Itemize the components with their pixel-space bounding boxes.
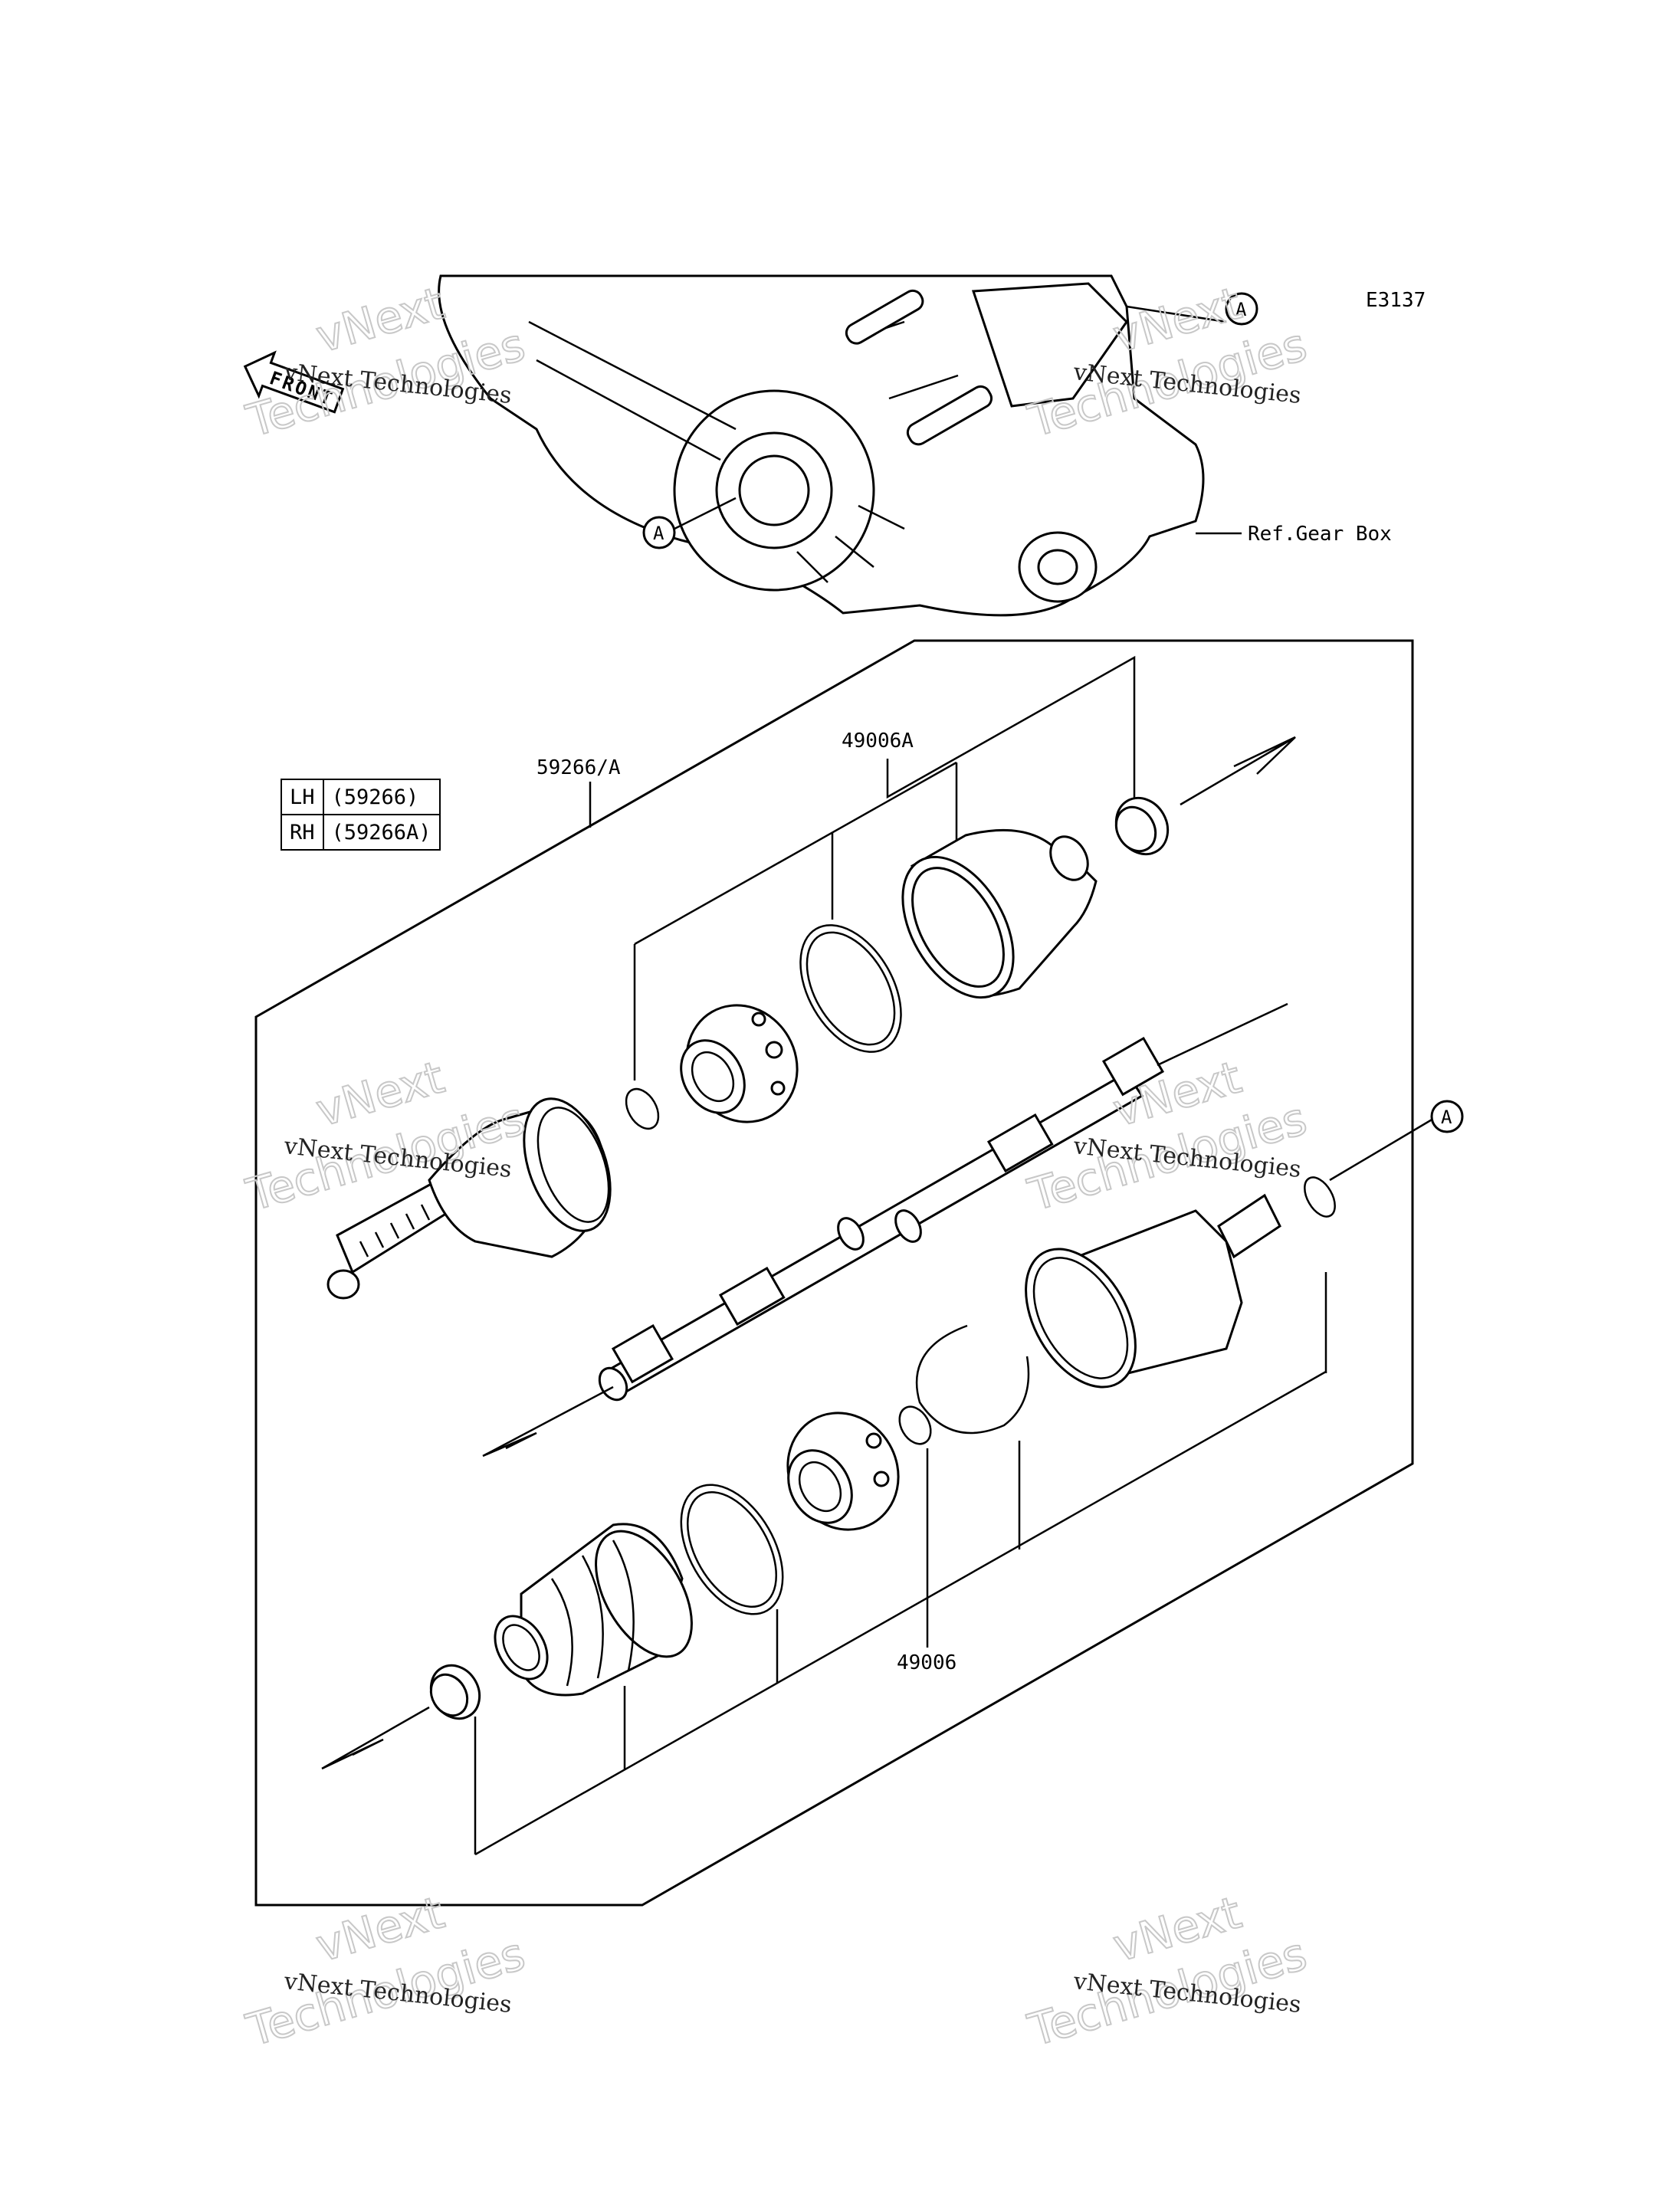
label-49006: 49006 bbox=[897, 1651, 956, 1674]
diagram-code: E3137 bbox=[1366, 289, 1426, 312]
boot-clamp-small-lower bbox=[321, 1664, 481, 1770]
cv-joint-cage-top bbox=[680, 1004, 799, 1123]
outer-boot-top bbox=[901, 828, 1098, 999]
callout-a-gear-box: A bbox=[642, 497, 737, 549]
circlip-lower bbox=[898, 1405, 932, 1445]
callout-a-top-right: A bbox=[1225, 292, 1258, 326]
side-part-table: LH (59266) RH (59266A) bbox=[281, 779, 441, 851]
table-row: LH (59266) bbox=[281, 779, 441, 815]
boot-clamp-large-top bbox=[799, 924, 902, 1053]
drive-shaft bbox=[482, 1002, 1288, 1458]
inner-boot-lower bbox=[494, 1523, 693, 1697]
svg-text:A: A bbox=[1441, 1107, 1452, 1128]
boot-clamp-small-top bbox=[1114, 736, 1296, 856]
circlip-right bbox=[1304, 1176, 1336, 1218]
svg-text:A: A bbox=[1235, 299, 1247, 320]
gear-box-illustration bbox=[438, 274, 1242, 617]
outer-cv-joint bbox=[326, 1097, 612, 1300]
svg-text:A: A bbox=[653, 523, 664, 544]
table-row: RH (59266A) bbox=[281, 814, 441, 851]
callout-a-right: A bbox=[1329, 1100, 1464, 1182]
label-59266-a: 59266/A bbox=[536, 756, 621, 779]
inner-cv-housing bbox=[1025, 1193, 1281, 1389]
circlip-top bbox=[625, 1087, 660, 1130]
part-cell: (59266A) bbox=[322, 814, 441, 851]
side-cell: RH bbox=[281, 814, 324, 851]
assembly-frame bbox=[254, 639, 1414, 1907]
ref-gear-box-label: Ref.Gear Box bbox=[1248, 523, 1392, 546]
boot-clamp-large-lower bbox=[680, 1484, 784, 1615]
label-49006a: 49006A bbox=[842, 730, 914, 753]
cv-joint-cage-lower bbox=[786, 1412, 900, 1531]
retaining-ring bbox=[915, 1324, 1030, 1435]
side-cell: LH bbox=[281, 779, 324, 815]
part-cell: (59266) bbox=[322, 779, 441, 815]
